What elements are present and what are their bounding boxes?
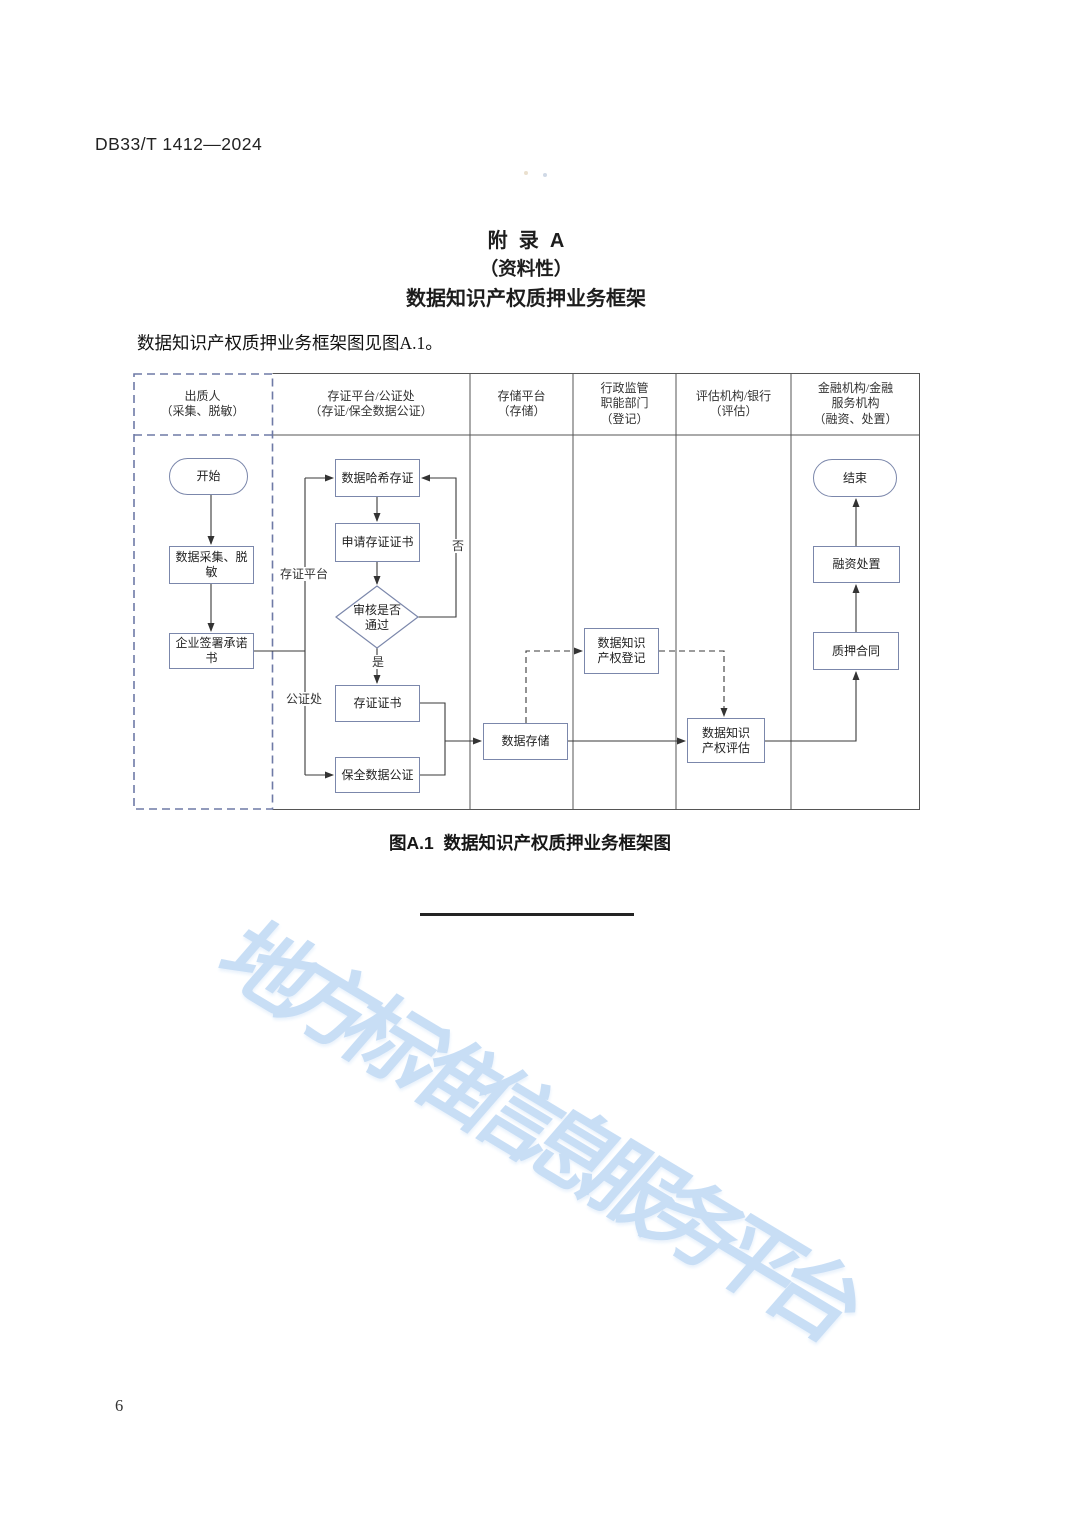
swimlane-outer-border: [272, 373, 920, 810]
appendix-title-block: 附 录 A （资料性） 数据知识产权质押业务框架: [0, 228, 1052, 315]
appendix-subtitle: 数据知识产权质押业务框架: [406, 288, 646, 310]
node-data-notarization: 保全数据公证: [335, 757, 420, 793]
label-no: 否: [451, 539, 466, 553]
label-deposit-platform: 存证平台: [279, 567, 330, 581]
node-data-hash-deposit: 数据哈希存证: [335, 459, 420, 497]
appendix-heading: 附 录 A: [487, 230, 565, 252]
lane-header-storage-platform: 存储平台 （存储）: [497, 388, 546, 419]
node-deposit-certificate: 存证证书: [335, 685, 420, 722]
page-number: 6: [115, 1396, 124, 1415]
lane-header-assessor-bank: 评估机构/银行 （评估）: [695, 388, 772, 419]
node-financing-disposal: 融资处置: [813, 546, 900, 583]
node-data-storage: 数据存储: [483, 723, 568, 760]
lane-header-regulator: 行政监管 职能部门 （登记）: [600, 380, 649, 426]
node-data-collection: 数据采集、脱敏: [169, 546, 254, 584]
node-end: 结束: [813, 459, 897, 497]
end-of-document-rule: [420, 913, 634, 916]
label-notary-office: 公证处: [285, 692, 324, 706]
standard-number: DB33/T 1412—2024: [95, 134, 263, 154]
node-apply-certificate: 申请存证证书: [335, 523, 420, 562]
lane-header-deposit-platform: 存证平台/公证处 （存证/保全数据公证）: [309, 388, 433, 419]
node-review-decision: 审核是否 通过: [352, 602, 401, 632]
review-diamond-shape: [335, 585, 419, 649]
node-start: 开始: [169, 458, 248, 495]
lane-header-pledgor: 出质人 （采集、脱敏）: [160, 388, 245, 419]
label-yes: 是: [371, 655, 386, 669]
scan-artifact-dot: [543, 173, 547, 177]
appendix-normative-note: （资料性）: [479, 258, 573, 279]
scan-artifact-dot: [524, 171, 528, 175]
watermark-text: 地方标准信息服务平台: [198, 908, 873, 1350]
node-ip-registration: 数据知识 产权登记: [584, 628, 659, 674]
lane-header-financial-institution: 金融机构/金融 服务机构 （融资、处置）: [813, 380, 898, 426]
figure-caption: 图A.1 数据知识产权质押业务框架图: [389, 833, 671, 853]
node-ip-assessment: 数据知识 产权评估: [687, 718, 765, 763]
business-framework-flowchart: 出质人 （采集、脱敏） 存证平台/公证处 （存证/保全数据公证） 存储平台 （存…: [133, 373, 920, 810]
pledgor-lane-dashed-border: [133, 373, 274, 810]
flowchart-lines-layer: [133, 373, 920, 810]
node-pledge-contract: 质押合同: [813, 632, 899, 670]
node-enterprise-commitment: 企业签署承诺书: [169, 633, 254, 669]
intro-paragraph: 数据知识产权质押业务框架图见图A.1。: [137, 333, 443, 353]
